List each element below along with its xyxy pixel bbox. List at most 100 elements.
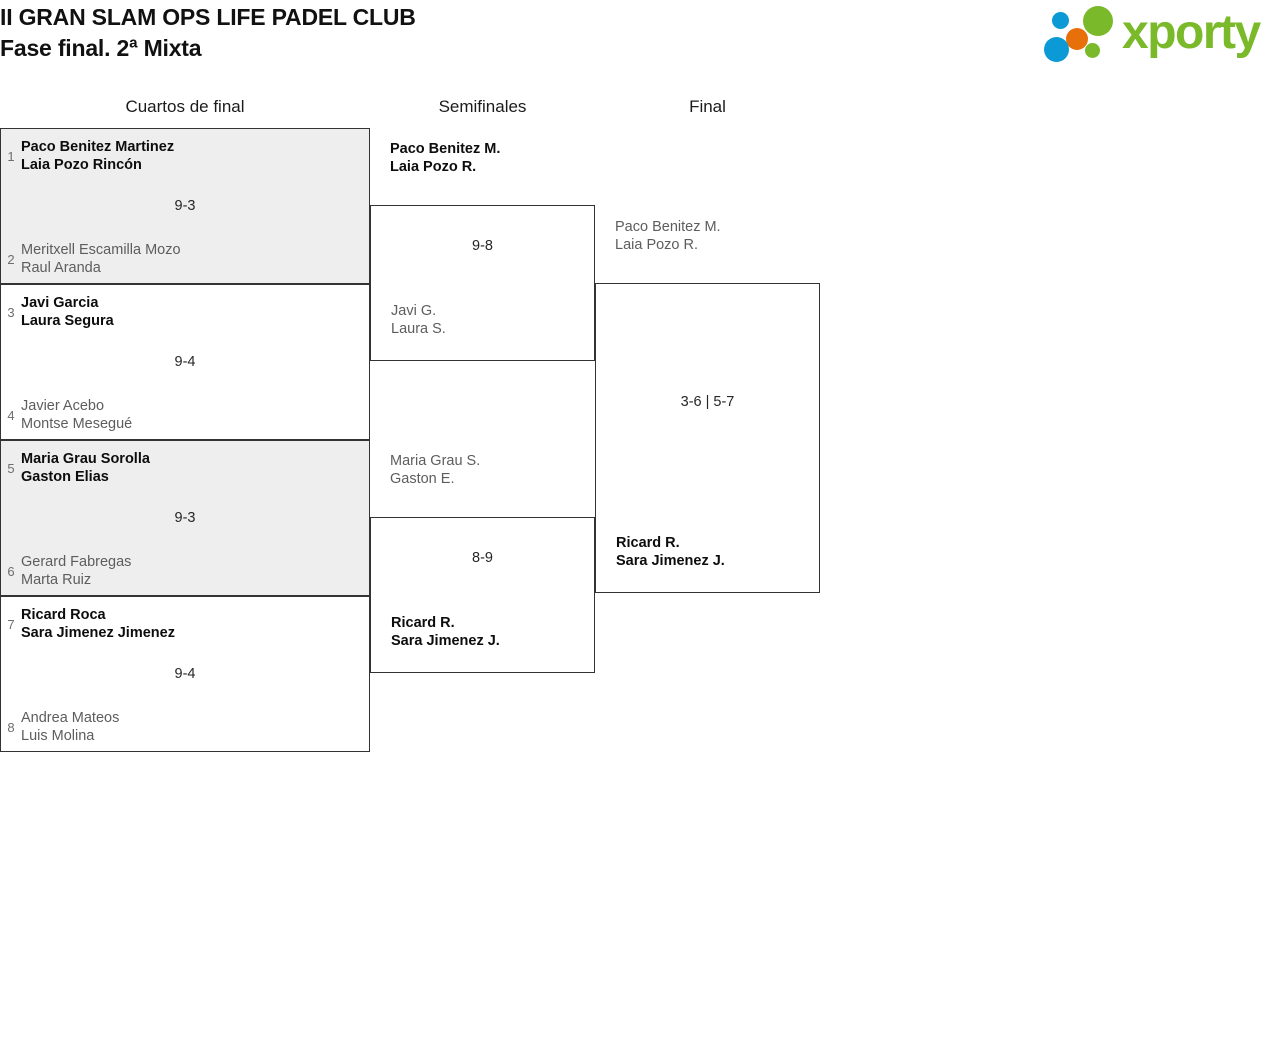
team-player-1: Javi G. bbox=[391, 303, 437, 319]
match-score: 3-6 | 5-7 bbox=[680, 394, 735, 410]
team-player-2: Laia Pozo R. bbox=[615, 237, 699, 253]
page-header: II GRAN SLAM OPS LIFE PADEL CLUB Fase fi… bbox=[0, 0, 1280, 80]
team-player-1: Paco Benitez M. bbox=[615, 219, 721, 235]
tournament-title: II GRAN SLAM OPS LIFE PADEL CLUB bbox=[0, 4, 416, 30]
team-player-1: Ricard R. bbox=[616, 535, 680, 551]
team-player-2: Sara Jimenez Jimenez bbox=[21, 625, 175, 641]
team-names: Javi Garcia Laura Segura bbox=[21, 294, 369, 330]
xporty-logo[interactable]: xporty bbox=[1044, 4, 1272, 62]
team-names: Maria Grau S. Gaston E. bbox=[390, 452, 595, 488]
team-names: Maria Grau Sorolla Gaston Elias bbox=[21, 450, 369, 486]
match-score: 9-3 bbox=[174, 510, 196, 526]
match-team-bottom[interactable]: · Javi G. Laura S. bbox=[371, 302, 594, 339]
match-semifinal-2[interactable]: 8-9 · Ricard R. Sara Jimenez J. bbox=[370, 517, 595, 673]
semifinal-2-top-team-label[interactable]: · Maria Grau S. Gaston E. bbox=[370, 452, 595, 512]
team-seed: · bbox=[596, 534, 616, 571]
team-names: Ricard Roca Sara Jimenez Jimenez bbox=[21, 606, 369, 642]
match-quarterfinal-3[interactable]: 5 Maria Grau Sorolla Gaston Elias 9-3 6 … bbox=[0, 440, 370, 596]
team-player-1: Maria Grau S. bbox=[390, 453, 481, 469]
team-seed: 6 bbox=[7, 564, 15, 579]
team-seed: · bbox=[595, 218, 615, 255]
match-team-bottom[interactable]: · Ricard R. Sara Jimenez J. bbox=[371, 614, 594, 651]
logo-dot-blue-large bbox=[1044, 37, 1069, 62]
match-team-top[interactable]: · Maria Grau S. Gaston E. bbox=[370, 452, 595, 489]
round-header-final: Final bbox=[689, 97, 726, 116]
team-player-2: Luis Molina bbox=[21, 728, 95, 744]
match-score: 8-9 bbox=[472, 550, 493, 566]
match-team-top[interactable]: 5 Maria Grau Sorolla Gaston Elias bbox=[1, 450, 369, 487]
team-player-2: Gaston E. bbox=[390, 471, 455, 487]
round-header-quarterfinals: Cuartos de final bbox=[125, 97, 245, 116]
match-quarterfinal-4[interactable]: 7 Ricard Roca Sara Jimenez Jimenez 9-4 8… bbox=[0, 596, 370, 752]
final-top-team-label[interactable]: · Paco Benitez M. Laia Pozo R. bbox=[595, 218, 820, 278]
team-player-2: Sara Jimenez J. bbox=[616, 553, 725, 569]
team-player-2: Sara Jimenez J. bbox=[391, 633, 500, 649]
team-names: Gerard Fabregas Marta Ruiz bbox=[21, 553, 369, 589]
match-team-top[interactable]: · Paco Benitez M. Laia Pozo R. bbox=[370, 140, 595, 177]
logo-dot-green-small bbox=[1085, 43, 1100, 58]
team-seed: 1 bbox=[7, 149, 15, 164]
round-header-semifinals: Semifinales bbox=[438, 97, 527, 116]
team-names: Andrea Mateos Luis Molina bbox=[21, 709, 369, 745]
match-team-top[interactable]: · Paco Benitez M. Laia Pozo R. bbox=[595, 218, 820, 255]
team-player-1: Javier Acebo bbox=[21, 398, 105, 414]
team-player-1: Paco Benitez M. bbox=[390, 141, 501, 157]
team-player-2: Laia Pozo Rincón bbox=[21, 157, 142, 173]
team-names: Paco Benitez Martinez Laia Pozo Rincón bbox=[21, 138, 369, 174]
team-seed: · bbox=[371, 302, 391, 339]
match-team-top[interactable]: 7 Ricard Roca Sara Jimenez Jimenez bbox=[1, 606, 369, 643]
team-player-1: Gerard Fabregas bbox=[21, 554, 132, 570]
match-team-bottom[interactable]: 6 Gerard Fabregas Marta Ruiz bbox=[1, 553, 369, 590]
team-names: Ricard R. Sara Jimenez J. bbox=[391, 614, 594, 650]
team-player-2: Montse Mesegué bbox=[21, 416, 133, 432]
match-score: 9-4 bbox=[174, 666, 196, 682]
title-block: II GRAN SLAM OPS LIFE PADEL CLUB Fase fi… bbox=[0, 2, 416, 64]
match-team-top[interactable]: 1 Paco Benitez Martinez Laia Pozo Rincón bbox=[1, 138, 369, 175]
team-seed: · bbox=[370, 452, 390, 489]
team-player-2: Marta Ruiz bbox=[21, 572, 92, 588]
tournament-subtitle: Fase final. 2ª Mixta bbox=[0, 35, 202, 61]
match-team-top[interactable]: 3 Javi Garcia Laura Segura bbox=[1, 294, 369, 331]
match-final[interactable]: 3-6 | 5-7 · Ricard R. Sara Jimenez J. bbox=[595, 283, 820, 593]
team-seed: 8 bbox=[7, 720, 15, 735]
match-score: 9-3 bbox=[174, 198, 196, 214]
team-seed: 4 bbox=[7, 408, 15, 423]
team-player-2: Laura Segura bbox=[21, 313, 114, 329]
logo-dots-icon bbox=[1044, 6, 1128, 62]
match-team-bottom[interactable]: · Ricard R. Sara Jimenez J. bbox=[596, 534, 819, 571]
team-names: Javier Acebo Montse Mesegué bbox=[21, 397, 369, 433]
logo-dot-green-large bbox=[1083, 6, 1113, 36]
match-team-bottom[interactable]: 8 Andrea Mateos Luis Molina bbox=[1, 709, 369, 746]
team-names: Ricard R. Sara Jimenez J. bbox=[616, 534, 819, 570]
team-player-2: Laura S. bbox=[391, 321, 446, 337]
match-team-bottom[interactable]: 4 Javier Acebo Montse Mesegué bbox=[1, 397, 369, 434]
match-quarterfinal-2[interactable]: 3 Javi Garcia Laura Segura 9-4 4 Javier … bbox=[0, 284, 370, 440]
team-player-1: Javi Garcia bbox=[21, 295, 99, 311]
match-team-bottom[interactable]: 2 Meritxell Escamilla Mozo Raul Aranda bbox=[1, 241, 369, 278]
logo-dot-blue-small bbox=[1052, 12, 1069, 29]
team-seed: 5 bbox=[7, 461, 15, 476]
team-seed: 3 bbox=[7, 305, 15, 320]
team-player-1: Ricard Roca bbox=[21, 607, 106, 623]
match-quarterfinal-1[interactable]: 1 Paco Benitez Martinez Laia Pozo Rincón… bbox=[0, 128, 370, 284]
team-player-2: Raul Aranda bbox=[21, 260, 101, 276]
team-names: Paco Benitez M. Laia Pozo R. bbox=[390, 140, 595, 176]
team-player-2: Laia Pozo R. bbox=[390, 159, 477, 175]
team-seed: 2 bbox=[7, 252, 15, 267]
team-player-1: Paco Benitez Martinez bbox=[21, 139, 175, 155]
match-score: 9-8 bbox=[472, 238, 493, 254]
semifinal-1-top-team-label[interactable]: · Paco Benitez M. Laia Pozo R. bbox=[370, 140, 595, 200]
team-player-1: Maria Grau Sorolla bbox=[21, 451, 150, 467]
team-names: Meritxell Escamilla Mozo Raul Aranda bbox=[21, 241, 369, 277]
team-names: Javi G. Laura S. bbox=[391, 302, 594, 338]
team-seed: 7 bbox=[7, 617, 15, 632]
logo-dot-orange bbox=[1066, 28, 1088, 50]
team-seed: · bbox=[371, 614, 391, 651]
team-player-1: Andrea Mateos bbox=[21, 710, 120, 726]
match-semifinal-1[interactable]: 9-8 · Javi G. Laura S. bbox=[370, 205, 595, 361]
team-player-1: Meritxell Escamilla Mozo bbox=[21, 242, 181, 258]
logo-wordmark: xporty bbox=[1122, 6, 1261, 59]
team-player-2: Gaston Elias bbox=[21, 469, 109, 485]
match-score: 9-4 bbox=[174, 354, 196, 370]
